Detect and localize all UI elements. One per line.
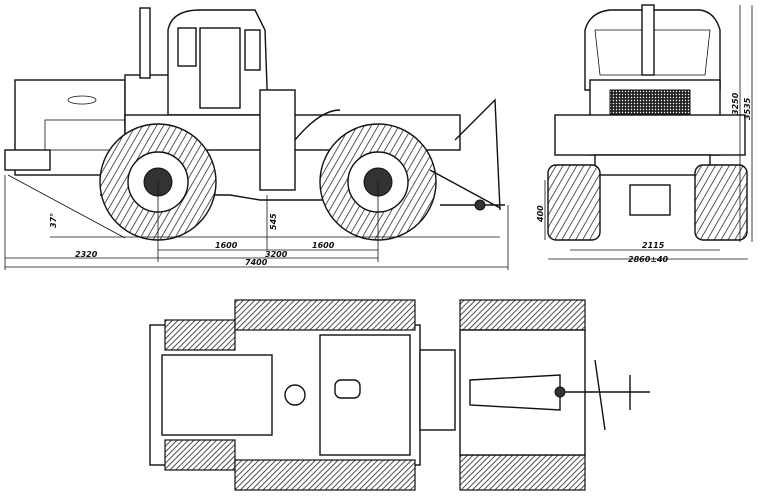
tire-top-front-left xyxy=(164,319,236,351)
cab-door xyxy=(199,27,241,109)
tire-top-front-right xyxy=(164,439,236,471)
dim-wheelbase: 3200 xyxy=(265,250,288,259)
left-wheel xyxy=(547,164,601,241)
dim-overall-length: 7400 xyxy=(245,258,268,267)
hood-top xyxy=(161,354,273,436)
dim-1600-front: 1600 xyxy=(215,241,238,250)
cab-roof xyxy=(319,334,411,456)
dim-track-width: 2115 xyxy=(642,241,665,250)
dim-overall-height: 3535 xyxy=(743,97,752,120)
right-wheel xyxy=(694,164,748,241)
tire-top-rear-left xyxy=(459,299,586,331)
dim-1600-rear: 1600 xyxy=(312,241,335,250)
side-view: 1600 1600 3200 2320 7400 545 37° xyxy=(4,7,509,270)
exhaust-pipe xyxy=(139,7,151,79)
front-exhaust xyxy=(641,4,655,76)
dim-ground-clearance: 400 xyxy=(536,205,545,223)
dim-hitch-height: 545 xyxy=(269,213,278,230)
dim-cab-height: 3250 xyxy=(731,92,740,115)
dim-front-overhang: 2320 xyxy=(75,250,98,259)
dim-overall-width: 2860±40 xyxy=(628,255,669,264)
tire-top-rear-right xyxy=(459,454,586,491)
top-view xyxy=(149,299,650,491)
front-view: 2115 2860±40 400 3250 3535 xyxy=(536,4,753,264)
dim-approach-angle: 37° xyxy=(49,213,58,228)
